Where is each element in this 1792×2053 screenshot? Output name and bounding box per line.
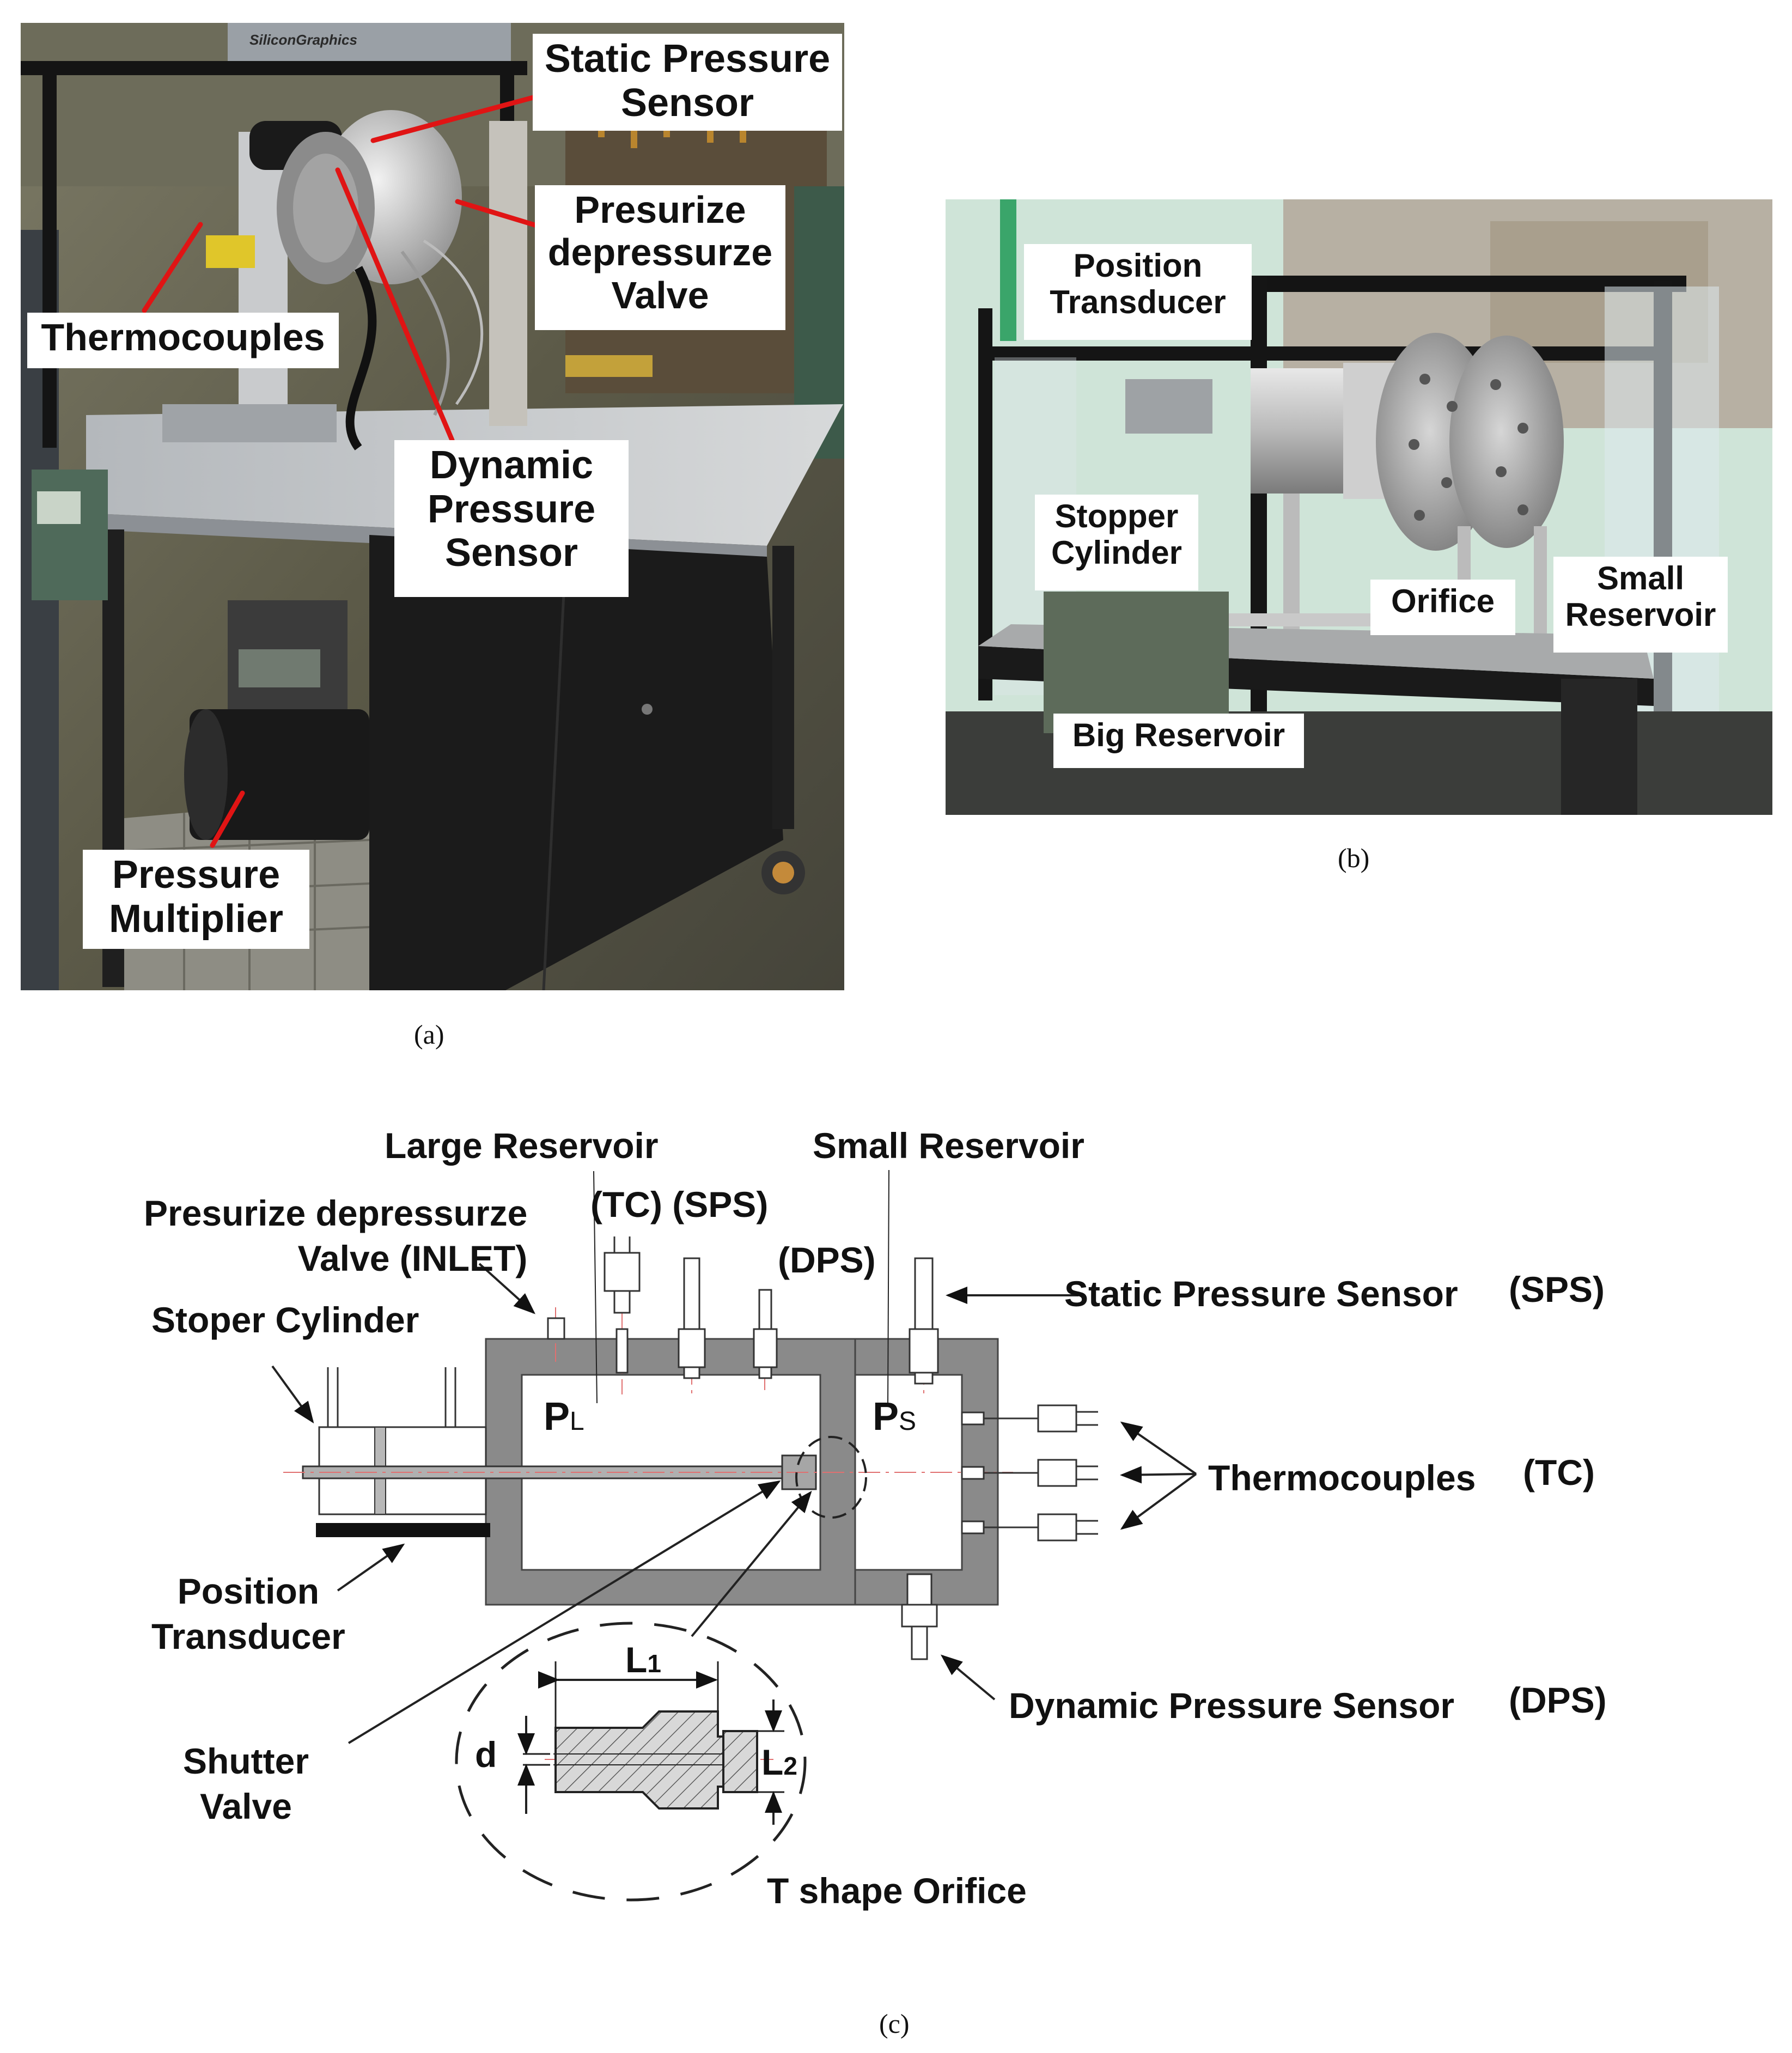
label-stoper-cylinder: Stoper Cylinder (151, 1300, 419, 1340)
caption-c: (c) (879, 2008, 910, 2039)
callout-presurize-valve: Presurize depressurze Valve (535, 185, 785, 330)
right-thermocouples (961, 1404, 1098, 1542)
label-tc: (TC) (1523, 1452, 1595, 1492)
callout-stopper-cylinder: Stopper Cylinder (1035, 495, 1198, 590)
symbol-l2: L2 (761, 1742, 797, 1782)
detail-ellipse (455, 1622, 807, 1902)
label-dps-right: (DPS) (1509, 1680, 1607, 1720)
orifice-circle (795, 1436, 867, 1519)
label-position-transducer: Position Transducer (151, 1571, 345, 1656)
caption-b: (b) (1338, 843, 1370, 873)
t-shape-orifice-detail (517, 1661, 784, 1825)
callout-static-pressure-sensor: Static Pressure Sensor (533, 34, 842, 131)
symbol-d: d (475, 1734, 497, 1775)
symbol-l1: L1 (625, 1640, 661, 1680)
callout-small-reservoir: Small Reservoir (1553, 557, 1728, 653)
leader-static-pressure-sensor (370, 93, 542, 143)
callout-thermocouples: Thermocouples (27, 313, 339, 368)
label-t-shape-orifice: T shape Orifice (767, 1871, 1027, 1911)
symbol-pl: PL (544, 1395, 584, 1439)
caption-a: (a) (414, 1019, 444, 1050)
label-dynamic-pressure-sensor: Dynamic Pressure Sensor (1009, 1685, 1455, 1726)
label-dps: (DPS) (778, 1240, 876, 1280)
callout-big-reservoir: Big Reservoir (1053, 714, 1304, 768)
photo-b-illustration (946, 199, 1772, 815)
label-tc-sps: (TC) (SPS) (590, 1184, 769, 1225)
label-static-pressure-sensor: Static Pressure Sensor (1064, 1274, 1458, 1314)
label-presurize-valve-inlet: Presurize depressurze Valve (INLET) (144, 1193, 528, 1278)
label-sps: (SPS) (1509, 1269, 1605, 1309)
symbol-ps: PS (873, 1395, 917, 1439)
label-large-reservoir: Large Reservoir (385, 1125, 659, 1166)
callout-position-transducer: Position Transducer (1024, 244, 1252, 340)
photo-brand-text: SiliconGraphics (249, 32, 357, 48)
leader-pressure-multiplier (210, 790, 245, 848)
photo-b (946, 199, 1772, 815)
label-thermocouples: Thermocouples (1208, 1458, 1476, 1498)
position-transducer-bar (316, 1523, 490, 1537)
label-small-reservoir: Small Reservoir (813, 1125, 1084, 1166)
callout-pressure-multiplier: Pressure Multiplier (83, 850, 309, 949)
label-shutter-valve: Shutter Valve (183, 1741, 309, 1826)
leader-presurize-valve (455, 199, 539, 228)
leader-dynamic-pressure-sensor (335, 167, 455, 443)
top-sensors (547, 1236, 939, 1660)
callout-orifice: Orifice (1370, 580, 1515, 635)
callout-dynamic-pressure-sensor: Dynamic Pressure Sensor (394, 440, 629, 597)
leader-thermocouples (142, 222, 203, 313)
